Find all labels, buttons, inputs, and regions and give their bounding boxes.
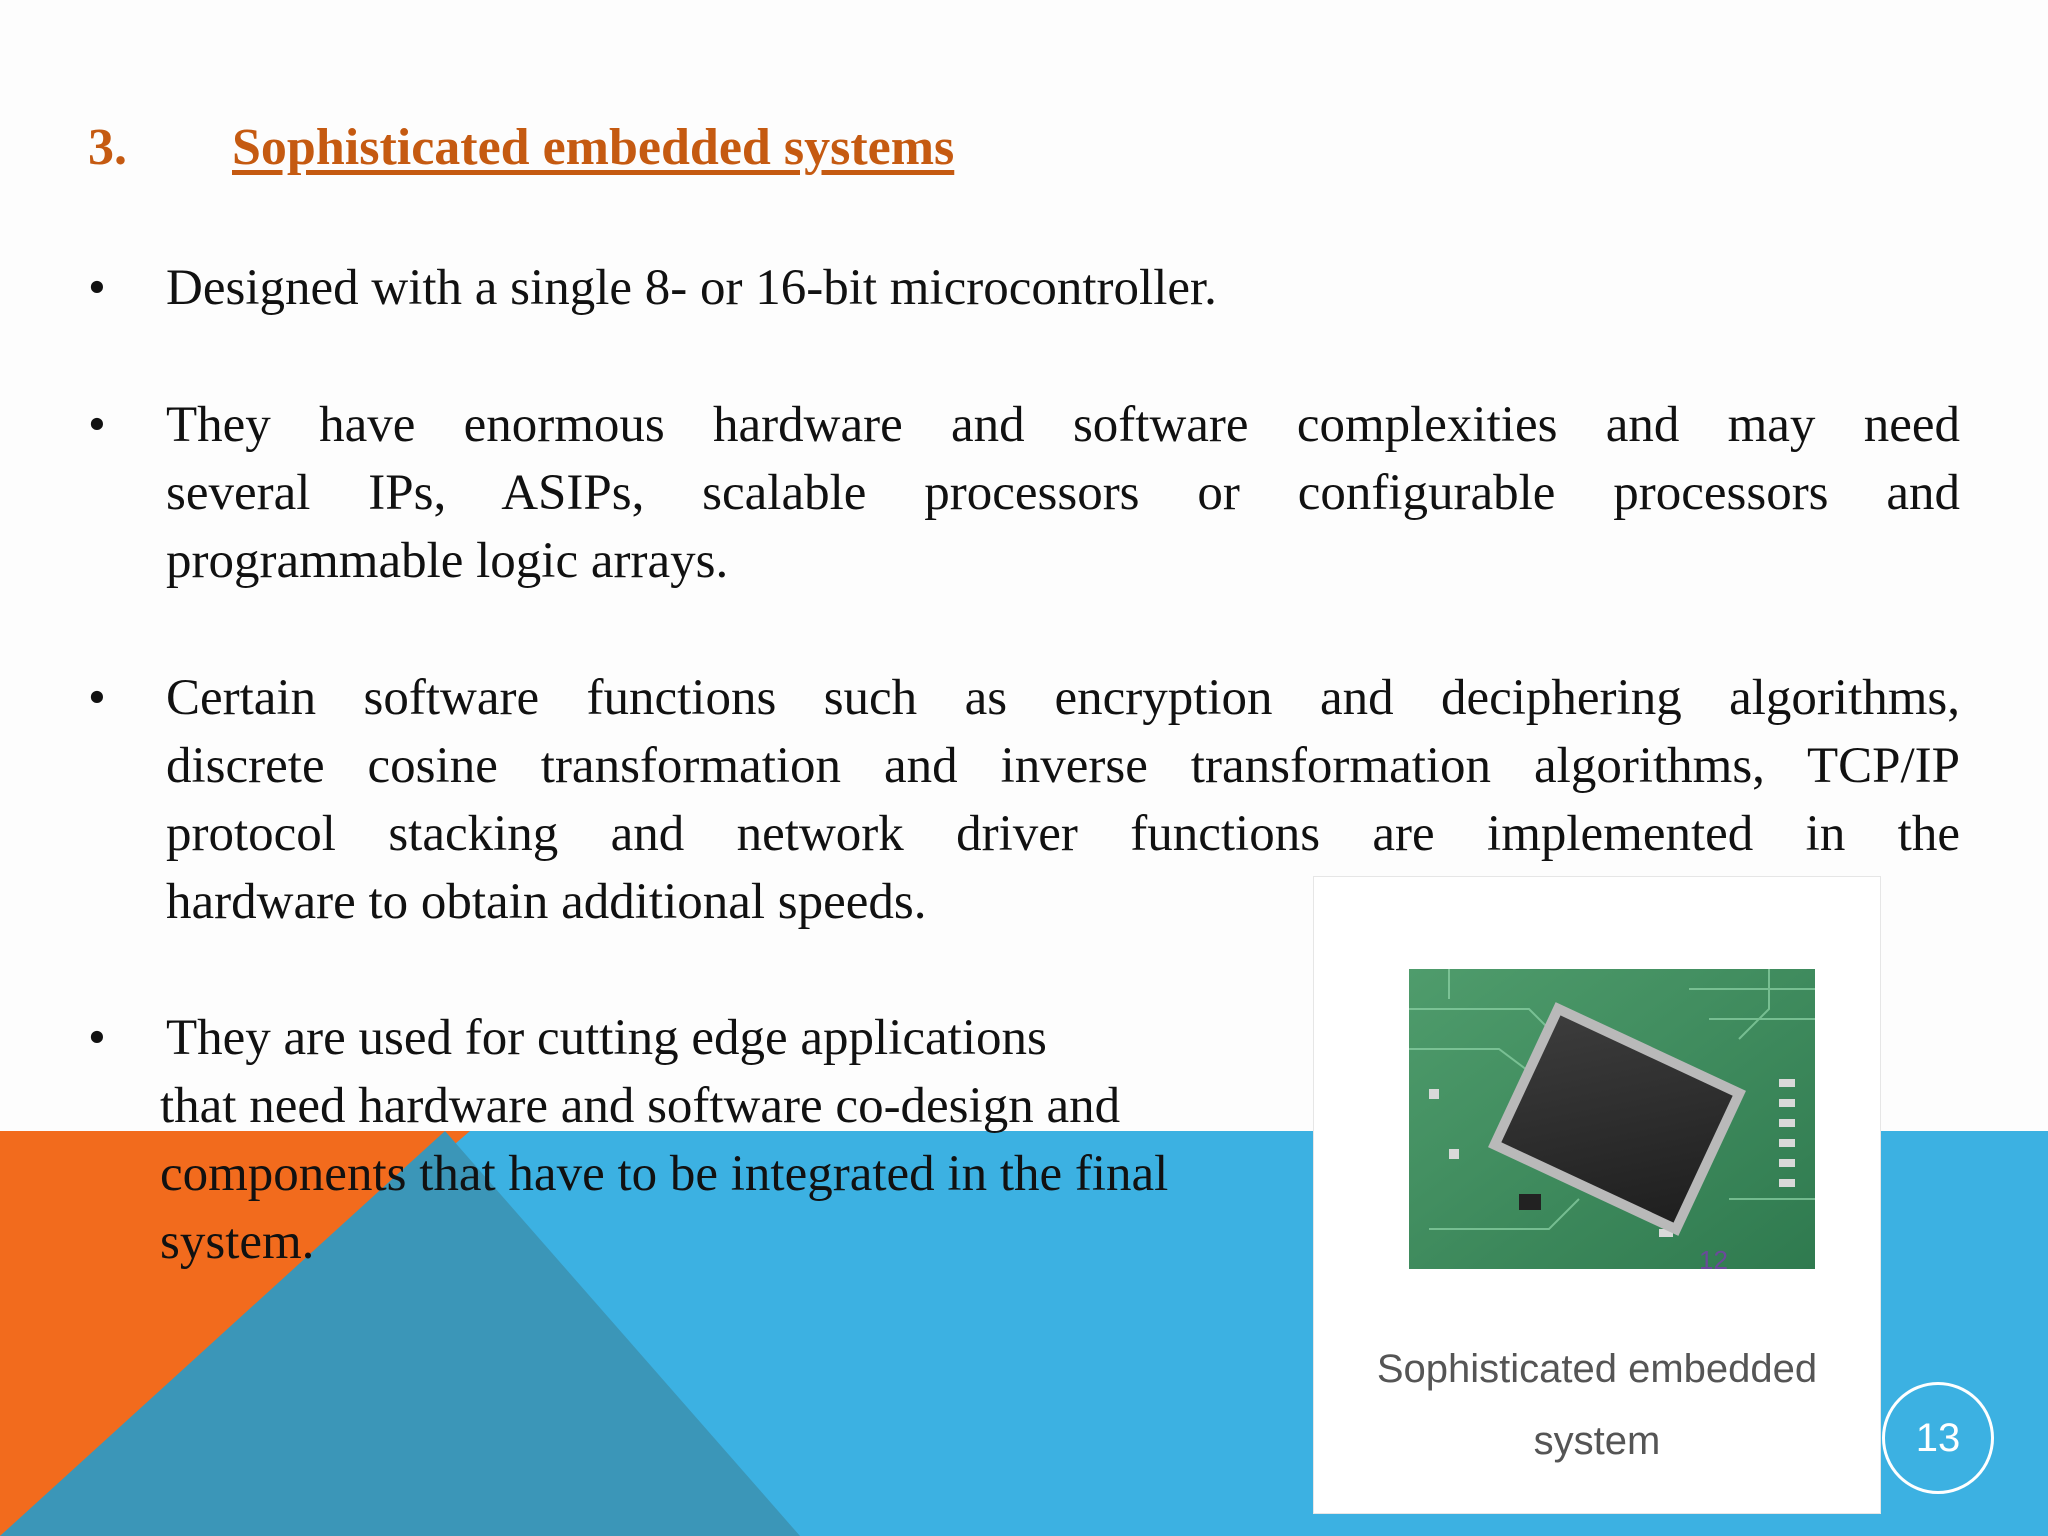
bullet-3-line-4: hardware to obtain additional speeds. xyxy=(166,874,927,930)
bullet-4-line-2: that need hardware and software co-desig… xyxy=(160,1078,1121,1134)
bullet-marker: • xyxy=(88,260,106,316)
figure-card: 12 Sophisticated embedded system xyxy=(1313,876,1881,1514)
bullet-4-line-4: system. xyxy=(160,1214,315,1270)
figure-caption-line-1: Sophisticated embedded xyxy=(1376,1347,1818,1391)
page-number-badge: 13 xyxy=(1882,1382,1994,1494)
bullet-marker: • xyxy=(88,670,106,726)
heading-title: Sophisticated embedded systems xyxy=(232,119,955,176)
bullet-4-line-1: They are used for cutting edge applicati… xyxy=(166,1010,1047,1066)
board-mark: 12 xyxy=(1699,1245,1728,1269)
bullet-marker: • xyxy=(88,1010,106,1066)
bullet-4-line-3: components that have to be integrated in… xyxy=(160,1146,1169,1202)
bullet-2-line-3: programmable logic arrays. xyxy=(166,533,729,589)
section-heading: 3. Sophisticated embedded systems xyxy=(88,118,954,177)
circuit-board-image: 12 xyxy=(1409,969,1815,1269)
heading-number: 3. xyxy=(88,119,127,176)
bullet-marker: • xyxy=(88,397,106,453)
bullet-4-continuation: that need hardware and software co-desig… xyxy=(160,1072,1168,1276)
teal-triangle xyxy=(0,1131,800,1536)
bullet-3-line-1: Certain software functions such as encry… xyxy=(166,670,1960,726)
bullet-1-line-1: Designed with a single 8- or 16-bit micr… xyxy=(166,260,1217,316)
bullet-3-line-3: protocol stacking and network driver fun… xyxy=(166,806,1960,862)
bullet-3-line-2: discrete cosine transformation and inver… xyxy=(166,738,1960,794)
bullet-2-line-2: several IPs, ASIPs, scalable processors … xyxy=(166,465,1960,521)
bullet-2-line-1: They have enormous hardware and software… xyxy=(166,397,1960,453)
figure-caption-line-2: system xyxy=(1533,1419,1661,1463)
page-number: 13 xyxy=(1915,1415,1961,1460)
